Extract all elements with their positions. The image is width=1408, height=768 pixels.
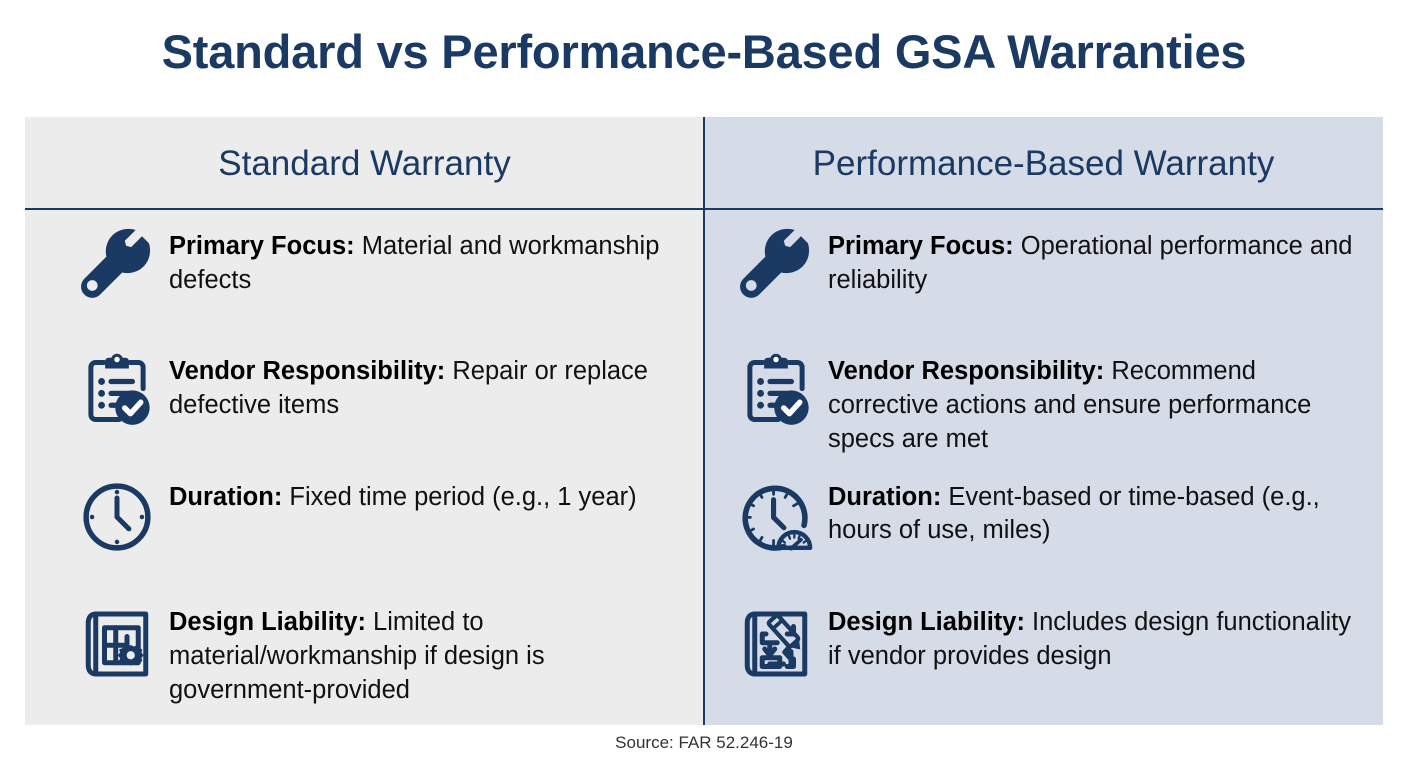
row-text: Primary Focus: Material and workmanship … [169,224,688,298]
column-header-standard: Standard Warranty [25,117,704,210]
row-body: Includes design functionality if vendor … [828,607,1351,670]
table-row: Vendor Responsibility: Recommend correct… [704,349,1383,474]
row-text: Duration: Event-based or time-based (e.g… [828,475,1353,549]
row-lead: Design Liability: [828,607,1025,636]
row-text: Duration: Fixed time period (e.g., 1 yea… [169,475,688,515]
table-row: Primary Focus: Material and workmanship … [25,224,704,349]
clipboard-check-icon [724,349,828,429]
row-body: Event-based or time-based (e.g., hours o… [828,482,1320,545]
row-lead: Primary Focus: [828,232,1014,260]
wrench-icon [724,224,828,306]
row-lead: Design Liability: [169,607,366,636]
rows-standard: Primary Focus: Material and workmanship … [25,210,704,725]
row-lead: Duration: [169,482,283,511]
row-text: Primary Focus: Operational performance a… [828,224,1353,298]
table-row: Duration: Fixed time period (e.g., 1 yea… [25,475,704,600]
row-body: Recommend corrective actions and ensure … [828,357,1312,454]
clock-icon [65,475,169,555]
page-title: Standard vs Performance-Based GSA Warran… [161,25,1247,78]
wrench-icon [65,224,169,306]
row-body: Limited to material/workmanship if desig… [169,607,545,704]
row-text: Vendor Responsibility: Recommend correct… [828,349,1353,457]
table-row: Design Liability: Includes design functi… [704,600,1383,725]
row-body: Material and workmanship defects [169,232,660,294]
row-body: Fixed time period (e.g., 1 year) [282,482,637,511]
comparison-table: Standard Warranty Primary Focus: Materia… [25,117,1383,725]
row-lead: Primary Focus: [169,232,355,260]
row-body: Operational performance and reliability [828,232,1353,294]
row-body: Repair or replace defective items [169,357,648,420]
rows-performance: Primary Focus: Operational performance a… [704,210,1383,725]
source-note: Source: FAR 52.246-19 [615,733,793,752]
row-lead: Vendor Responsibility: [828,357,1105,386]
blueprint-pencil-icon [724,600,828,684]
clock-gauge-icon [724,475,828,557]
table-row: Vendor Responsibility: Repair or replace… [25,349,704,474]
column-header-performance: Performance-Based Warranty [704,117,1383,210]
row-lead: Duration: [828,482,942,511]
row-lead: Vendor Responsibility: [169,357,446,386]
table-row: Design Liability: Limited to material/wo… [25,600,704,725]
row-text: Design Liability: Limited to material/wo… [169,600,688,708]
row-text: Vendor Responsibility: Repair or replace… [169,349,688,423]
column-performance-based-warranty: Performance-Based Warranty Primary Focus… [703,117,1383,725]
clipboard-check-icon [65,349,169,429]
table-row: Primary Focus: Operational performance a… [704,224,1383,349]
row-text: Design Liability: Includes design functi… [828,600,1353,674]
blueprint-gear-icon [65,600,169,684]
column-standard-warranty: Standard Warranty Primary Focus: Materia… [25,117,704,725]
table-row: Duration: Event-based or time-based (e.g… [704,475,1383,600]
